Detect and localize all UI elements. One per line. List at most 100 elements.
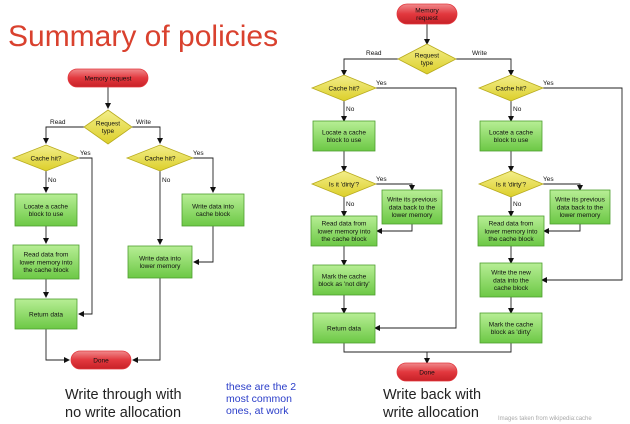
connector <box>193 157 216 193</box>
edge-label: No <box>346 106 355 113</box>
node-label: Mark the cache <box>322 274 367 281</box>
edge-label: Write <box>472 50 487 57</box>
image-credit: Images taken from wikipedia:cache <box>498 416 592 422</box>
node-label: the cache block <box>488 236 534 243</box>
connector <box>193 226 214 265</box>
edge-label: No <box>513 201 522 208</box>
edge-label: No <box>162 177 171 184</box>
connector <box>341 58 398 76</box>
edge-label: Yes <box>376 80 387 87</box>
note-line: ones, at work <box>226 405 289 417</box>
connector <box>427 343 512 353</box>
node-done: Done <box>70 350 132 370</box>
node-label: Memory request <box>85 75 132 82</box>
node-dirty-write: Is it 'dirty'? <box>477 170 545 198</box>
node-label: lower memory into <box>484 228 537 235</box>
node-cache-hit-write: Cache hit? <box>125 144 195 172</box>
node-label: Locate a cache <box>489 130 533 137</box>
edge-label: Read <box>50 119 66 126</box>
node-label: Request <box>415 53 439 60</box>
edge-label: Write <box>136 119 151 126</box>
node-label: type <box>102 128 115 135</box>
node-label: Read data from <box>24 252 69 259</box>
node-label: Is it 'dirty'? <box>496 181 527 188</box>
node-label: Cache hit? <box>328 85 359 92</box>
caption-line: write allocation <box>383 405 479 421</box>
caption-line: no write allocation <box>65 405 182 421</box>
connector <box>132 126 163 144</box>
edge-label: Yes <box>376 176 387 183</box>
page-title: Summary of policies <box>8 20 279 53</box>
connector <box>43 126 84 144</box>
edge-label: No <box>346 201 355 208</box>
node-label: the cache block <box>321 236 367 243</box>
connector <box>456 58 514 76</box>
node-return-data: Return data <box>312 312 376 344</box>
node-label: data back to the <box>389 204 436 211</box>
node-label: data back to the <box>557 204 604 211</box>
node-return-data: Return data <box>14 298 78 330</box>
node-label: data into the <box>493 277 529 284</box>
node-label: the cache block <box>23 267 69 274</box>
node-label: Done <box>419 369 435 376</box>
node-label: request <box>416 15 438 22</box>
node-done: Done <box>396 362 458 382</box>
node-label: lower memory into <box>19 259 72 266</box>
connector <box>541 87 623 283</box>
node-label: Read data from <box>322 221 367 228</box>
node-label: Return data <box>29 311 63 318</box>
node-label: block as 'dirty' <box>491 329 531 336</box>
node-label: Cache hit? <box>495 85 526 92</box>
node-label: lower memory into <box>317 228 370 235</box>
note-line: most common <box>226 393 292 405</box>
node-label: block as 'not dirty' <box>318 281 369 288</box>
node-label: Locate a cache <box>24 204 68 211</box>
connector <box>374 87 457 331</box>
node-label: Memory <box>415 8 439 15</box>
node-label: block to use <box>494 137 529 144</box>
edge-label: Read <box>366 50 382 57</box>
connector <box>132 278 161 363</box>
connector <box>45 329 70 363</box>
node-label: type <box>421 60 434 67</box>
caption-line: Write back with <box>383 387 482 403</box>
connector <box>376 224 413 234</box>
side-note: these are the 2 most common ones, at wor… <box>226 381 296 417</box>
node-cache-hit-read: Cache hit? <box>310 74 378 102</box>
node-label: lower memory <box>392 212 434 219</box>
write-back-caption: Write back with write allocation <box>383 386 481 422</box>
edge-label: No <box>48 177 57 184</box>
node-label: Locate a cache <box>322 130 366 137</box>
node-label: lower memory <box>560 212 602 219</box>
edge-label: Yes <box>193 150 204 157</box>
node-label: Mark the cache <box>489 322 534 329</box>
connector <box>543 224 581 234</box>
node-label: Write its previous <box>387 197 437 204</box>
node-label: Write data into <box>139 256 181 263</box>
edge-label: No <box>513 106 522 113</box>
caption-line: Write through with <box>65 387 182 403</box>
node-label: Write data into <box>192 204 234 211</box>
node-label: Read data from <box>489 221 534 228</box>
node-label: block to use <box>327 137 362 144</box>
node-label: cache block <box>196 211 231 218</box>
node-label: Is it 'dirty'? <box>329 181 360 188</box>
